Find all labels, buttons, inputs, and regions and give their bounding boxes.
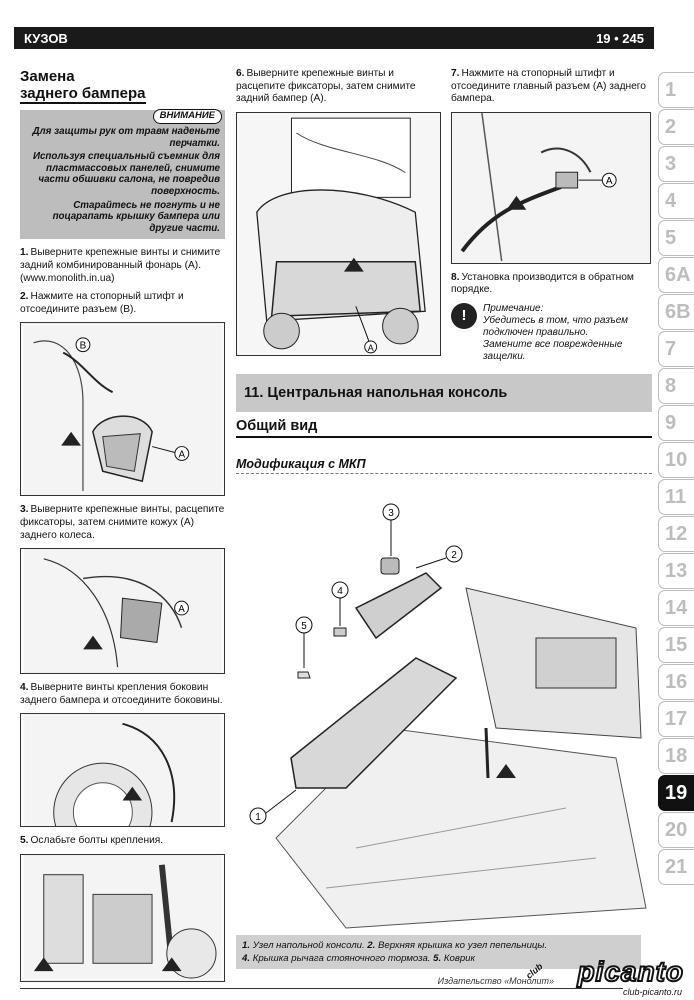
general-view-heading: Общий вид <box>236 418 652 438</box>
callout-1: 1 <box>255 812 261 823</box>
callout-2: 2 <box>451 550 457 561</box>
warning-text-2: Используя специальный съемник для пластм… <box>32 151 220 197</box>
figure-caption: 1. Узел напольной консоли. 2. Верхняя кр… <box>236 935 641 969</box>
note-text-1: Убедитесь в том, что разъем подключен пр… <box>483 314 629 338</box>
chapter-tab-15[interactable]: 15 <box>658 627 694 663</box>
chapter-tab-16[interactable]: 16 <box>658 664 694 700</box>
chapter-tab-17[interactable]: 17 <box>658 701 694 737</box>
chapter-tab-11[interactable]: 11 <box>658 479 694 515</box>
chapter-tab-6b[interactable]: 6B <box>658 294 694 330</box>
chapter-tab-7[interactable]: 7 <box>658 331 694 367</box>
note-box: ! Примечание: Убедитесь в том, что разъе… <box>451 302 651 363</box>
chapter-tab-1[interactable]: 1 <box>658 72 694 108</box>
warning-box: ВНИМАНИЕ Для защиты рук от травм наденьт… <box>20 109 225 240</box>
bumper-side-illustration <box>24 714 221 827</box>
warning-label: ВНИМАНИЕ <box>152 109 222 124</box>
callout-5: 5 <box>301 621 307 632</box>
chapter-tab-20[interactable]: 20 <box>658 812 694 848</box>
chapter-tab-18[interactable]: 18 <box>658 738 694 774</box>
footer-rule <box>20 988 640 989</box>
watermark-site: club-picanto.ru <box>622 987 682 997</box>
note-title: Примечание: <box>483 302 544 314</box>
page-header: КУЗОВ 19 • 245 <box>14 27 654 49</box>
rear-bumper-illustration: A <box>237 112 440 355</box>
modification-heading: Модификация с МКП <box>236 457 652 474</box>
figure-rear-lamp: B A <box>20 322 225 497</box>
info-icon: ! <box>451 302 477 329</box>
step-4: 4.Выверните винты крепления боковин задн… <box>20 682 223 706</box>
step-5: 5.Ослабьте болты крепления. <box>20 835 164 847</box>
wheel-cover-illustration: A <box>24 549 221 674</box>
callout-b: B <box>80 341 87 352</box>
callout-a: A <box>179 450 186 461</box>
chapter-tab-13[interactable]: 13 <box>658 553 694 589</box>
step-3: 3.Выверните крепежные винты, расцепите ф… <box>20 504 225 541</box>
chapter-tab-14[interactable]: 14 <box>658 590 694 626</box>
figure-rear-bumper: A <box>236 111 441 356</box>
callout-a: A <box>178 604 185 615</box>
rear-lamp-illustration: B A <box>23 323 222 496</box>
column-middle: 6.Выверните крепежные винты и расцепите … <box>236 68 441 364</box>
bolts-illustration <box>24 854 221 981</box>
section-11-title: 11. Центральная напольная консоль <box>236 374 652 412</box>
column-right: 7.Нажмите на стопорный штифт и отсоедини… <box>451 68 651 363</box>
chapter-tab-19[interactable]: 19 <box>658 775 694 811</box>
chapter-tab-3[interactable]: 3 <box>658 146 694 182</box>
step-6: 6.Выверните крепежные винты и расцепите … <box>236 68 416 105</box>
callout-a: A <box>368 343 374 353</box>
section-title: Замена заднего бампера <box>20 68 146 104</box>
callout-a: A <box>606 176 613 187</box>
warning-text-1: Для защиты рук от травм наденьте перчатк… <box>32 126 220 149</box>
chapter-tab-4[interactable]: 4 <box>658 183 694 219</box>
callout-3: 3 <box>388 508 394 519</box>
step-1: 1.Выверните крепежные винты и снимите за… <box>20 247 221 284</box>
chapter-tab-9[interactable]: 9 <box>658 405 694 441</box>
chapter-tab-2[interactable]: 2 <box>658 109 694 145</box>
figure-wheel-cover: A <box>20 548 225 675</box>
figure-bolts <box>20 853 225 982</box>
warning-text-3: Старайтесь не погнуть и не поцарапать кр… <box>52 199 220 234</box>
chapter-tab-10[interactable]: 10 <box>658 442 694 478</box>
figure-connector: A <box>451 111 651 264</box>
figure-bumper-side <box>20 713 225 828</box>
connector-illustration: A <box>452 112 650 263</box>
step-7: 7.Нажмите на стопорный штифт и отсоедини… <box>451 68 646 105</box>
section-name: КУЗОВ <box>24 30 68 46</box>
chapter-tab-12[interactable]: 12 <box>658 516 694 552</box>
chapter-tab-6a[interactable]: 6A <box>658 257 694 293</box>
chapter-tab-5[interactable]: 5 <box>658 220 694 256</box>
watermark-logo: picanto <box>576 955 684 988</box>
figure-floor-console: 1 2 3 4 5 <box>236 478 652 933</box>
floor-console-exploded-view: 1 2 3 4 5 <box>249 503 647 929</box>
chapter-tab-21[interactable]: 21 <box>658 849 694 885</box>
step-8: 8.Установка производится в обратном поря… <box>451 271 634 296</box>
callout-4: 4 <box>337 586 343 597</box>
chapter-tab-8[interactable]: 8 <box>658 368 694 404</box>
column-left: Замена заднего бампера ВНИМАНИЕ Для защи… <box>20 68 225 990</box>
step-2: 2.Нажмите на стопорный штифт и отсоедини… <box>20 291 184 315</box>
publisher-name: Издательство «Монолит» <box>437 976 554 986</box>
note-text-2: Замените все поврежденные защелки. <box>483 338 623 362</box>
page-number: 19 • 245 <box>596 30 644 46</box>
